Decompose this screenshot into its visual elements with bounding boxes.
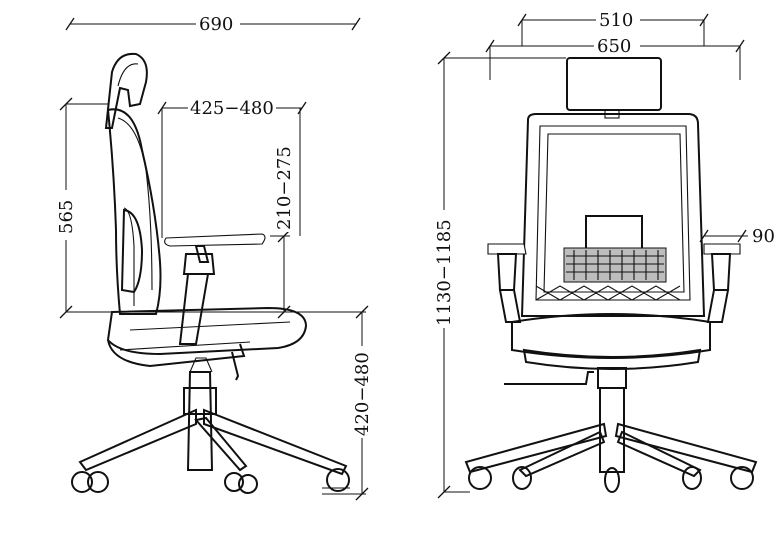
dim-back-height: 565 [56, 200, 77, 234]
dim-seat-height: 420−480 [352, 352, 373, 436]
dim-arm-width: 90 [752, 226, 775, 247]
dim-headrest-width: 510 [599, 10, 633, 31]
dim-overall-width: 650 [597, 36, 631, 57]
dim-side-depth: 690 [199, 14, 233, 35]
dim-arm-depth: 425−480 [190, 98, 274, 119]
dim-arm-height: 210−275 [274, 146, 295, 230]
side-view [71, 52, 350, 494]
dim-overall-height: 1130−1185 [434, 219, 455, 326]
front-view [464, 57, 758, 493]
